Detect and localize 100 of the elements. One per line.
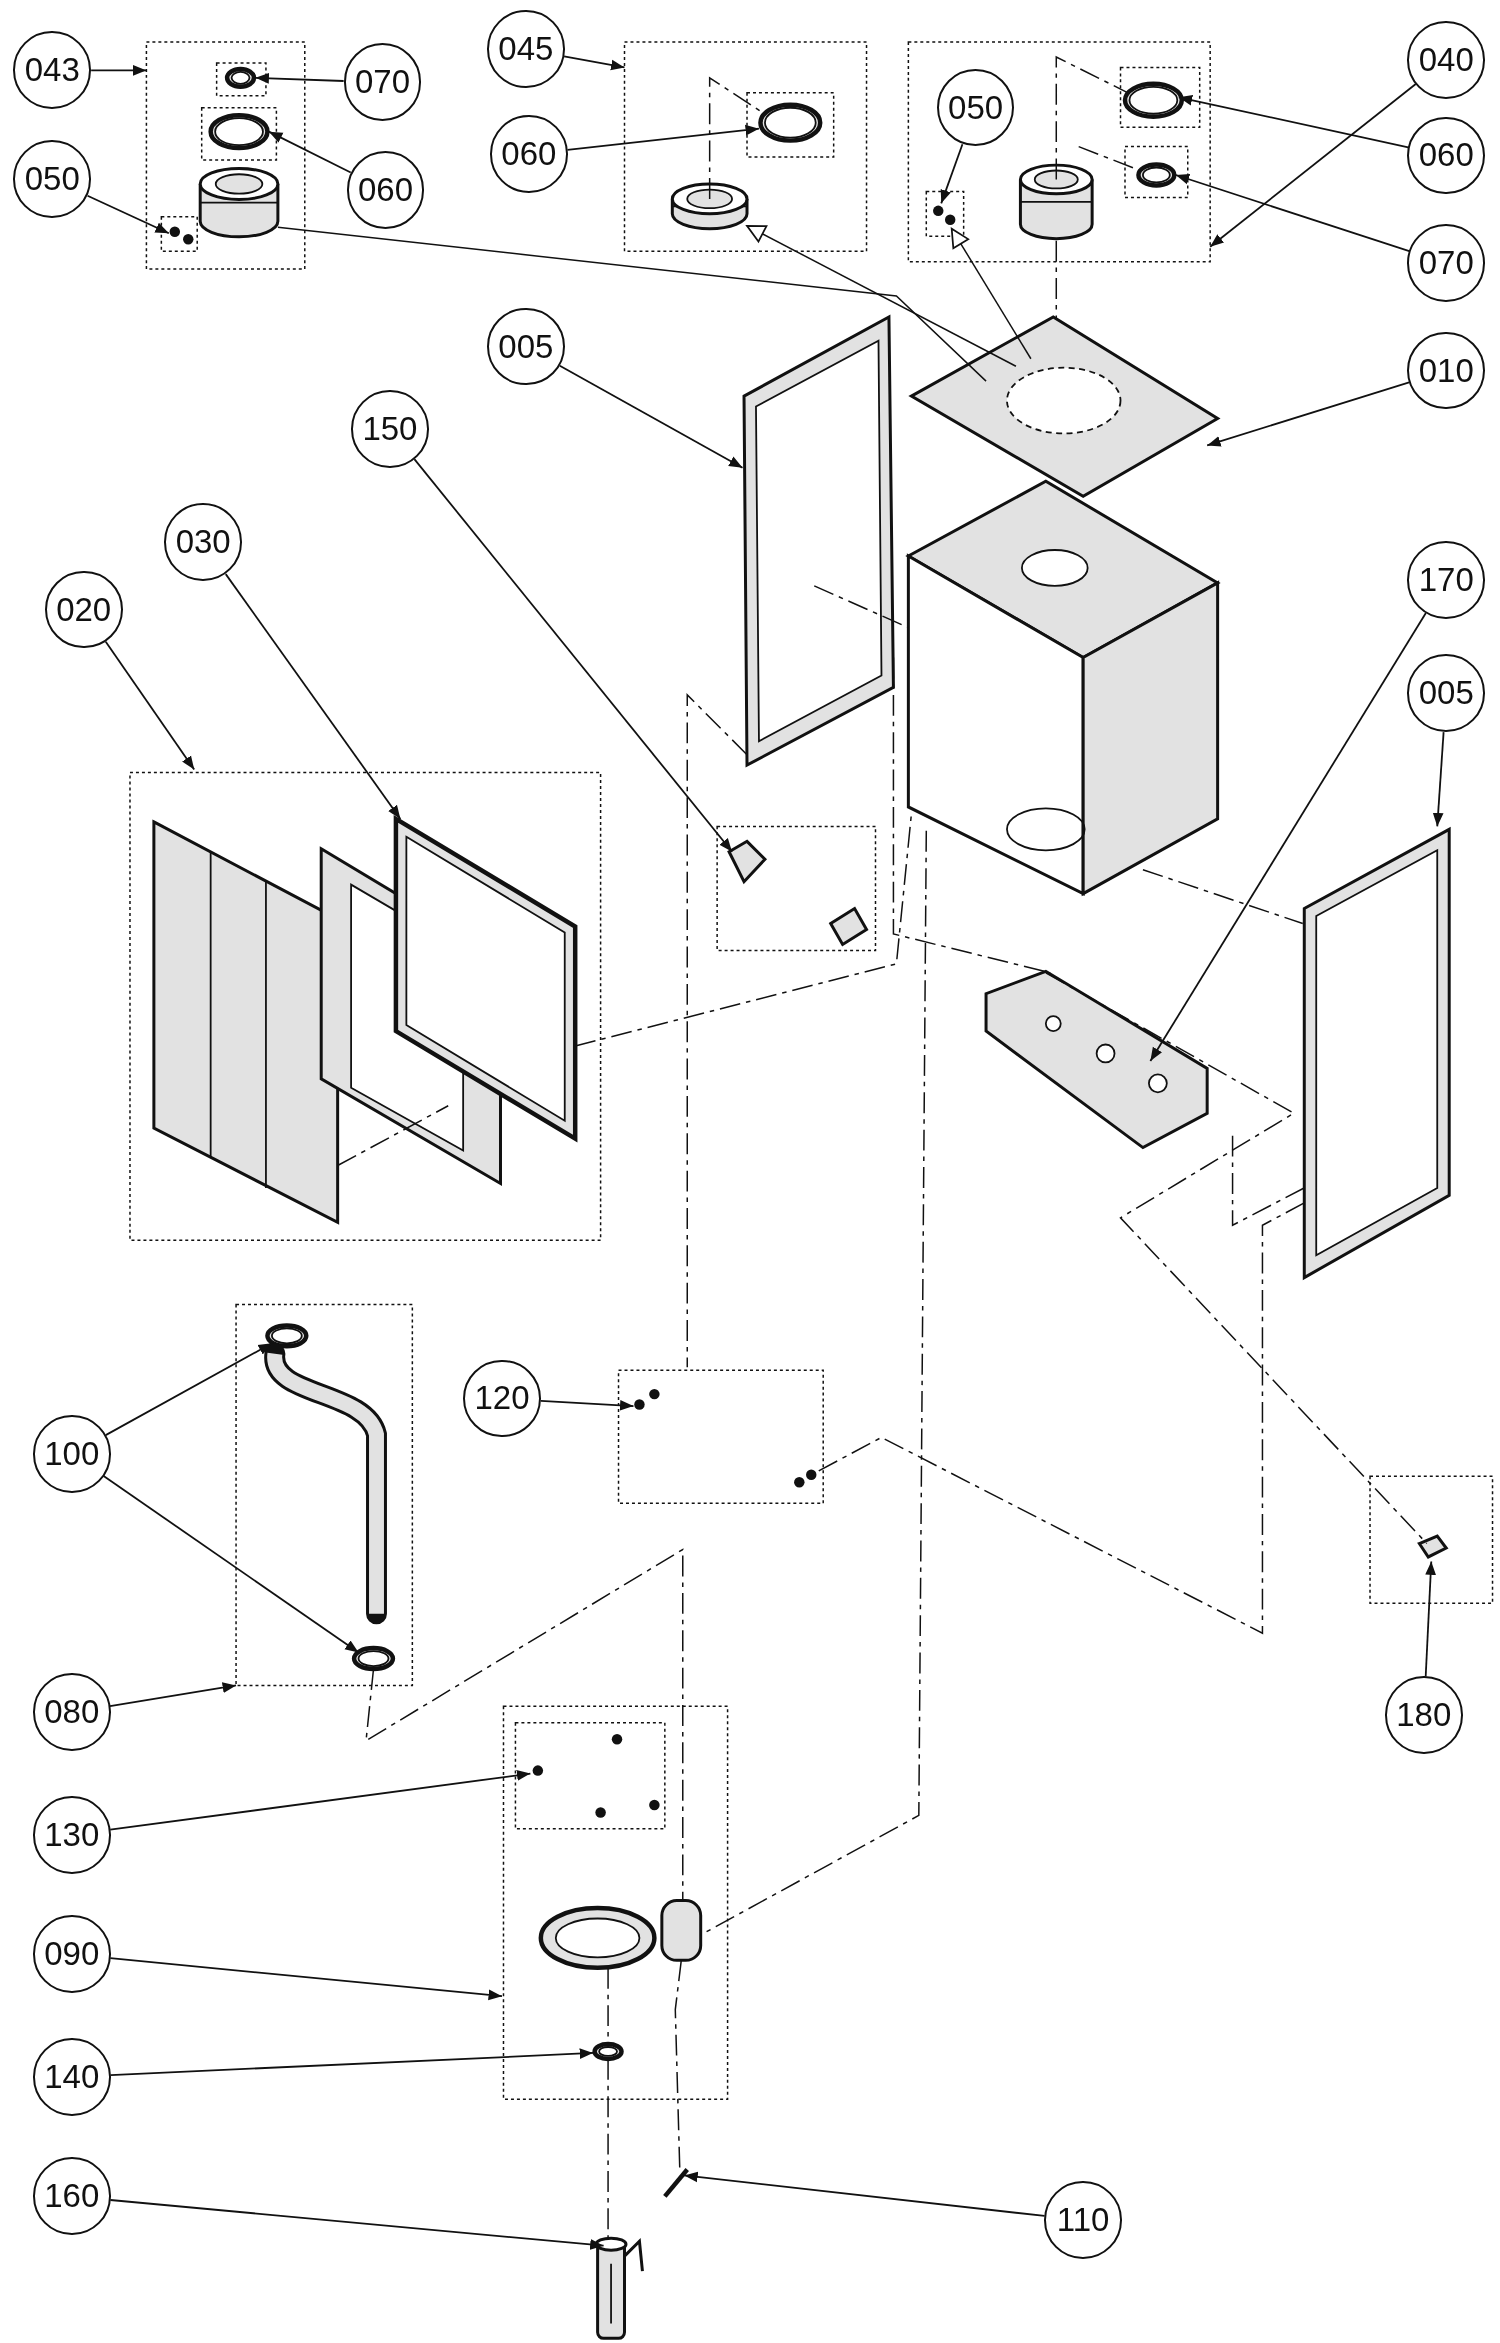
seal-ring-drawing	[351, 1645, 396, 1672]
leader-line	[224, 573, 402, 820]
leader-line	[104, 1342, 273, 1436]
leader-line	[1149, 612, 1427, 1062]
leader-line	[1174, 174, 1411, 252]
leader-line	[109, 2048, 595, 2076]
assembly-line	[607, 2058, 609, 2241]
leader-line	[1206, 381, 1411, 447]
leader-line	[1209, 83, 1417, 248]
callout-number: 005	[1407, 654, 1486, 733]
screw-set-drawing	[794, 1469, 817, 1488]
gasket-drawing	[393, 814, 578, 1143]
callout-number: 005	[487, 307, 565, 386]
seal-ring-drawing	[1122, 81, 1184, 119]
callout-number: 010	[1407, 331, 1486, 410]
leader-line	[109, 1770, 532, 1831]
screw-set-drawing	[532, 1734, 660, 1818]
callout-number: 070	[343, 43, 422, 121]
seal-ring-drawing	[592, 2041, 624, 2062]
callout-number: 100	[32, 1414, 111, 1493]
callout-number: 170	[1407, 540, 1486, 619]
assembly-line	[1142, 868, 1304, 925]
callout-number: 080	[32, 1673, 111, 1751]
top-cover-drawing	[908, 315, 1221, 498]
bracket-drawing	[727, 839, 869, 947]
leader-line	[558, 364, 744, 469]
leader-line	[104, 640, 196, 771]
assembly-line	[674, 1959, 682, 2171]
assembly-line	[365, 1548, 684, 1902]
callout-number: 110	[1044, 2181, 1122, 2259]
leader-line	[254, 72, 345, 84]
leader-line	[413, 458, 733, 853]
assembly-line	[1055, 55, 1129, 181]
callout-number: 050	[936, 68, 1015, 147]
callout-number: 030	[164, 503, 242, 582]
drain-plug-drawing	[663, 2168, 689, 2198]
assembly-line	[1055, 239, 1057, 321]
callout-number: 040	[1407, 20, 1486, 99]
leader-line	[566, 124, 760, 151]
leader-line	[683, 2171, 1046, 2217]
side-panel-drawing	[742, 314, 895, 768]
assembly-line	[1231, 1134, 1306, 1227]
assembly-line	[813, 585, 910, 629]
assembly-line	[950, 227, 1032, 360]
seal-ring-drawing	[758, 102, 823, 143]
screw-set-drawing	[933, 205, 956, 226]
callout-number: 043	[13, 31, 92, 110]
seal-ring-drawing	[224, 66, 257, 90]
callout-number: 060	[346, 150, 425, 229]
flue-adapter-drawing	[198, 166, 280, 239]
leader-line	[109, 1682, 237, 1707]
assembly-line	[1077, 145, 1141, 172]
casing-frame-drawing	[905, 479, 1221, 897]
screw-set-drawing	[634, 1388, 660, 1410]
assembly-line	[607, 1967, 609, 2045]
callout-number: 140	[32, 2037, 111, 2116]
callout-number: 060	[1407, 116, 1486, 195]
leader-line	[1177, 94, 1410, 149]
callout-number: 050	[13, 140, 92, 219]
siphon-drawing	[594, 2236, 644, 2340]
assembly-line	[746, 224, 1017, 367]
assembly-line	[1045, 972, 1428, 1545]
leader-line	[109, 2199, 605, 2250]
front-panel-drawing	[152, 819, 340, 1225]
callout-number: 045	[487, 10, 565, 89]
callout-number: 150	[351, 389, 429, 468]
callout-number: 160	[32, 2157, 111, 2236]
flue-pipe-drawing	[264, 1343, 387, 1625]
leader-line	[90, 65, 148, 76]
callout-number: 060	[490, 115, 568, 193]
screw-set-drawing	[169, 226, 194, 245]
side-panel-drawing	[1302, 826, 1451, 1281]
callout-number: 180	[1384, 1676, 1463, 1754]
flue-adapter-drawing	[670, 182, 749, 231]
condensate-trap-drawing	[538, 1899, 703, 1971]
assembly-line	[686, 693, 748, 1368]
leader-line	[539, 1399, 635, 1411]
assembly-line	[708, 76, 763, 200]
leader-line	[940, 143, 964, 205]
leader-line	[1432, 731, 1445, 828]
leader-line	[1424, 1560, 1436, 1678]
leader-line	[86, 194, 170, 235]
leader-line	[102, 1475, 360, 1654]
callout-number: 090	[32, 1915, 111, 1993]
callout-number: 070	[1407, 224, 1486, 302]
mounting-bracket-drawing	[984, 969, 1209, 1150]
callout-number: 130	[32, 1795, 111, 1874]
seal-ring-drawing	[1136, 162, 1177, 188]
flue-adapter-drawing	[1018, 163, 1094, 241]
callout-number: 120	[463, 1359, 541, 1438]
nut-drawing	[1417, 1534, 1449, 1559]
seal-ring-drawing	[265, 1323, 309, 1349]
assembly-line	[336, 1105, 449, 1167]
assembly-line	[277, 226, 987, 382]
assembly-line	[574, 813, 913, 1047]
leader-line	[563, 55, 626, 71]
callout-number: 020	[44, 570, 123, 649]
leader-line	[109, 1957, 503, 2001]
seal-ring-drawing	[208, 113, 270, 151]
leader-line	[268, 130, 352, 174]
